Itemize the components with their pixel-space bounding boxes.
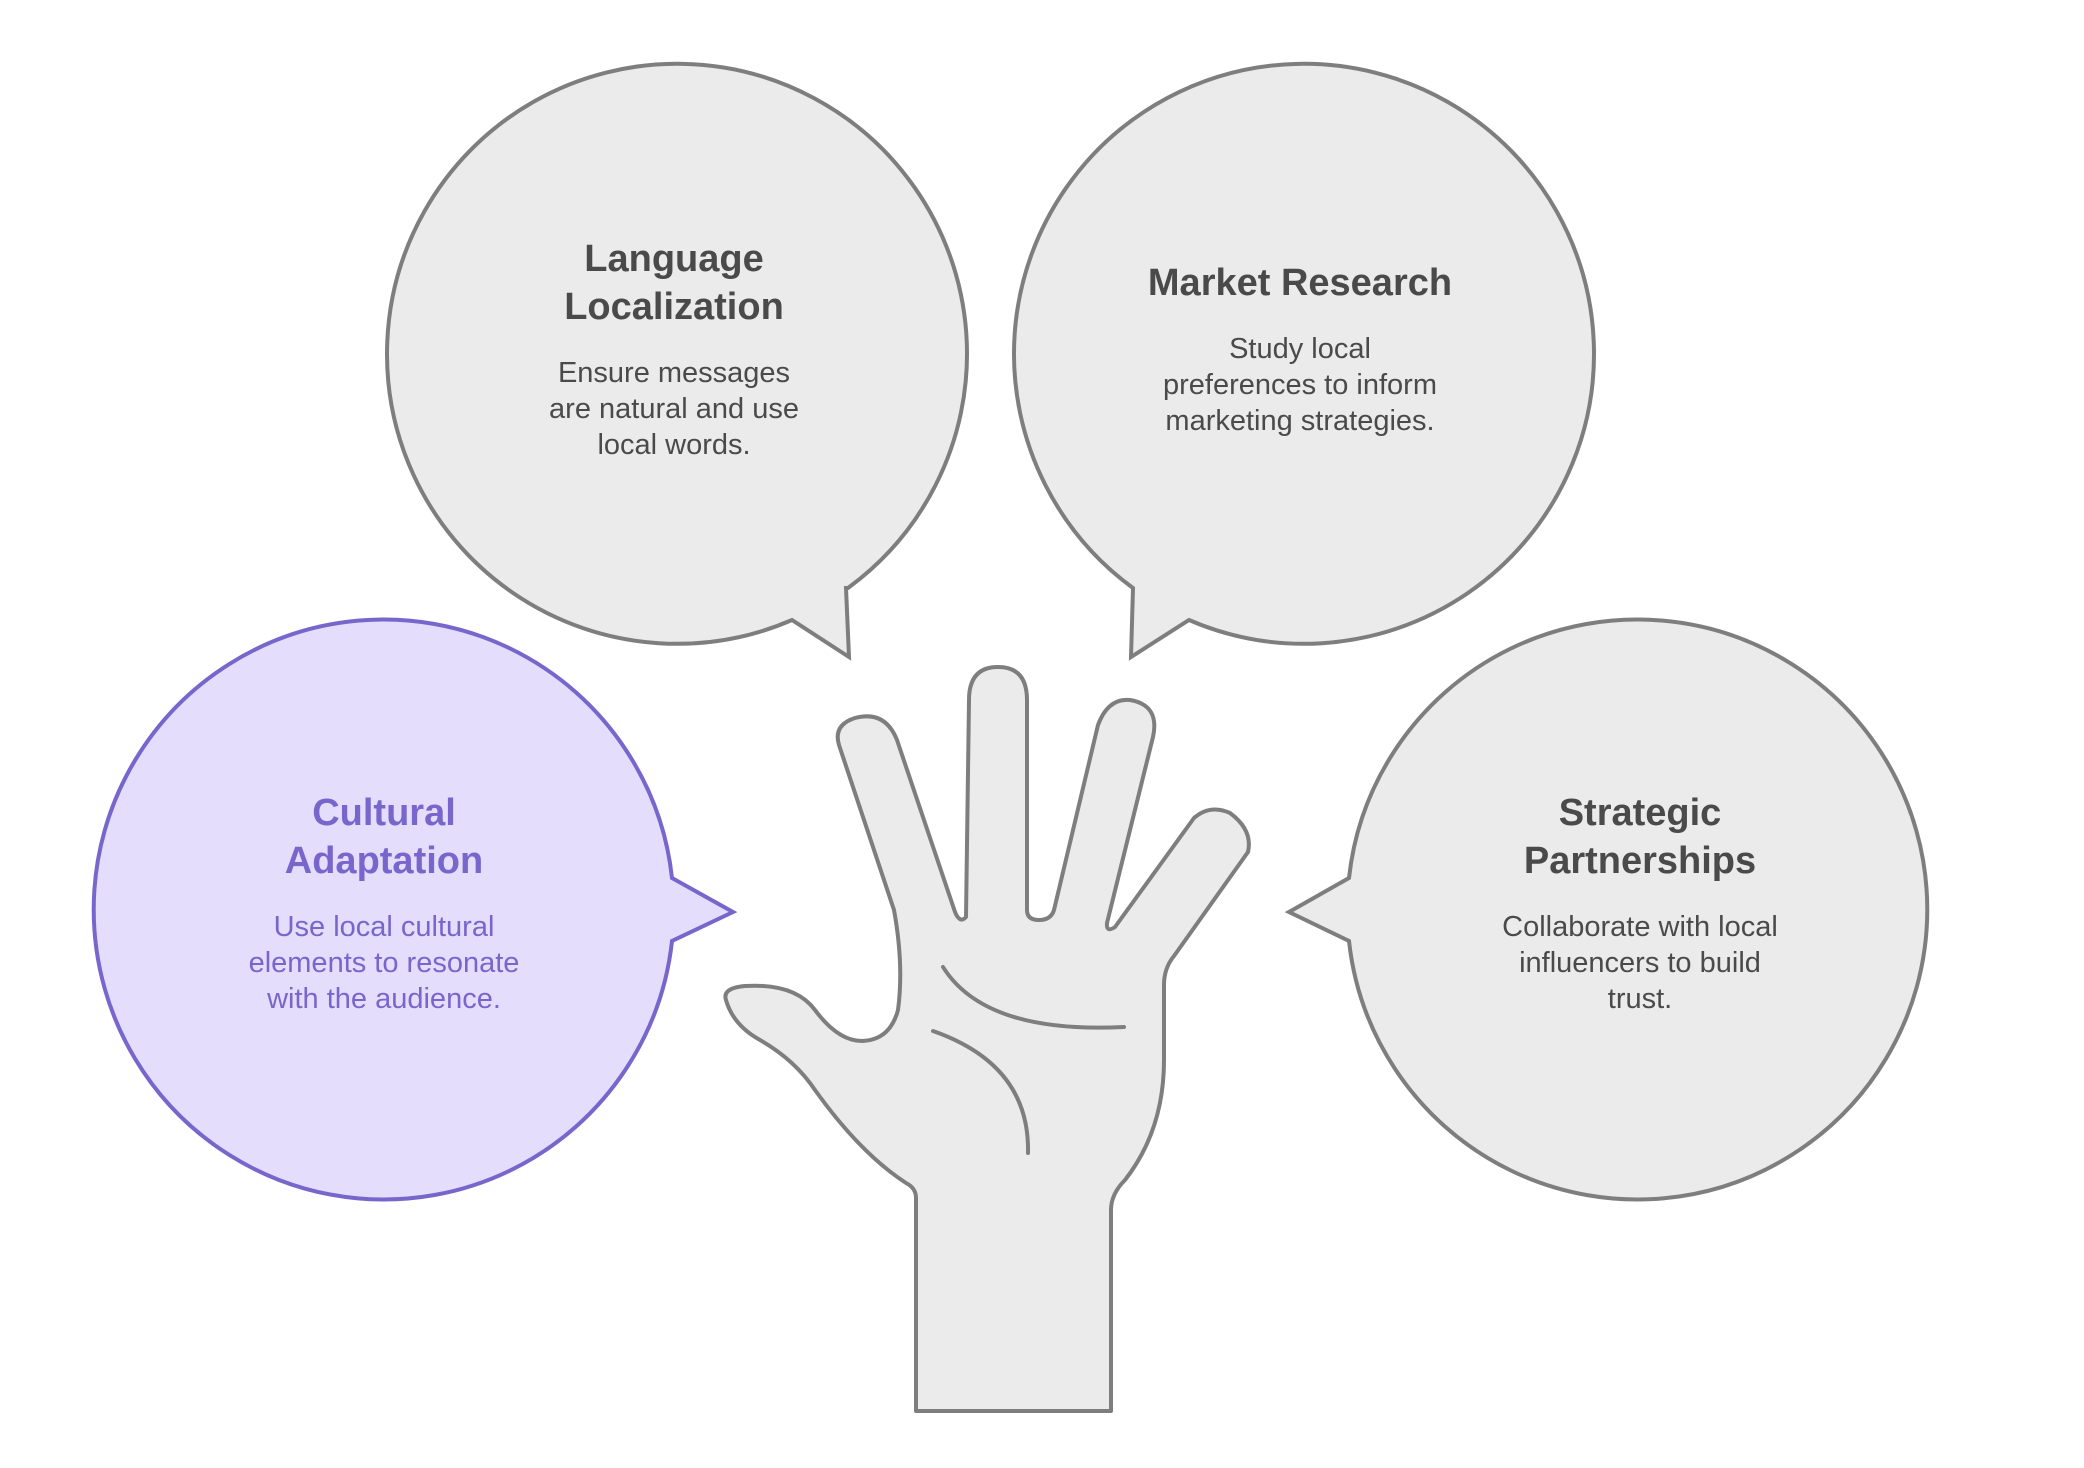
hand-icon xyxy=(723,665,1251,1413)
language-localization-title: Language Localization xyxy=(564,238,784,328)
bubble-strategic-partnerships xyxy=(1284,617,1930,1202)
palm-line-life xyxy=(931,1029,1031,1155)
strategic-partnerships-description: Collaborate with local influencers to bu… xyxy=(1502,911,1778,1015)
cultural-adaptation-title: Cultural Adaptation xyxy=(284,792,484,882)
cultural-adaptation-description: Use local cultural elements to resonate … xyxy=(248,911,520,1015)
language-localization-text: Language Localization Ensure messages ar… xyxy=(514,235,834,463)
strategic-partnerships-text: Strategic Partnerships Collaborate with … xyxy=(1480,789,1800,1017)
market-research-description: Study local preferences to inform market… xyxy=(1162,333,1437,437)
market-research-text: Market Research Study local preferences … xyxy=(1120,259,1480,439)
bubble-market-research xyxy=(1012,61,1596,661)
palm-line-heart xyxy=(941,965,1126,1030)
market-research-title: Market Research xyxy=(1147,262,1453,304)
language-localization-description: Ensure messages are natural and use loca… xyxy=(549,357,799,461)
bubble-language-localization xyxy=(385,61,969,661)
cultural-adaptation-text: Cultural Adaptation Use local cultural e… xyxy=(224,789,544,1017)
strategic-partnerships-title: Strategic Partnerships xyxy=(1523,792,1757,882)
hand-outline xyxy=(723,665,1251,1413)
bubble-cultural-adaptation xyxy=(91,617,738,1202)
